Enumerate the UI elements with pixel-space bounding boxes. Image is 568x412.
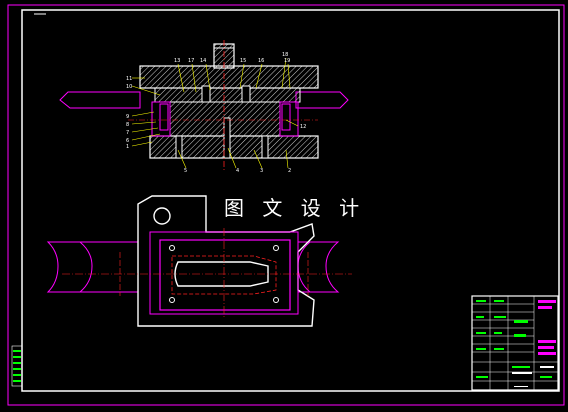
die-block bbox=[149, 135, 319, 159]
part-label: 18 bbox=[282, 52, 288, 58]
part-label: 10 bbox=[126, 84, 132, 90]
part-label: 12 bbox=[300, 124, 306, 130]
title-block bbox=[471, 295, 559, 391]
leaders bbox=[131, 57, 299, 169]
right-rail bbox=[297, 241, 340, 293]
revision-strip bbox=[11, 345, 23, 387]
part-label: 2 bbox=[288, 168, 291, 174]
guide-hole bbox=[153, 207, 171, 225]
inner-frame bbox=[21, 9, 560, 392]
right-wing bbox=[295, 91, 349, 109]
part-label: 9 bbox=[126, 114, 129, 120]
part-label: 6 bbox=[126, 138, 129, 144]
part-label: 17 bbox=[188, 58, 194, 64]
outer-sheet-border bbox=[7, 4, 565, 406]
left-wing bbox=[59, 91, 141, 109]
part-label: 11 bbox=[126, 76, 132, 82]
part-label: 4 bbox=[236, 168, 239, 174]
part-label: 7 bbox=[126, 130, 129, 136]
part-label: 3 bbox=[260, 168, 263, 174]
part-label: 5 bbox=[184, 168, 187, 174]
part-label: 14 bbox=[200, 58, 206, 64]
left-rail bbox=[46, 241, 93, 293]
plan-view bbox=[46, 195, 352, 327]
part-label: 1 bbox=[126, 144, 129, 150]
section-view bbox=[59, 40, 349, 170]
part-label: 19 bbox=[284, 58, 290, 64]
upper-plate bbox=[139, 65, 319, 89]
part-labels: 11 10 9 8 7 6 5 4 3 2 1 13 14 15 16 17 1… bbox=[126, 52, 306, 174]
part-label: 15 bbox=[240, 58, 246, 64]
die-plate-inner bbox=[159, 239, 291, 311]
part-label: 16 bbox=[258, 58, 264, 64]
punch-holder bbox=[154, 87, 301, 103]
watermark-text: 图 文 设 计 bbox=[224, 196, 366, 220]
part-label: 13 bbox=[174, 58, 180, 64]
part-label: 8 bbox=[126, 122, 129, 128]
